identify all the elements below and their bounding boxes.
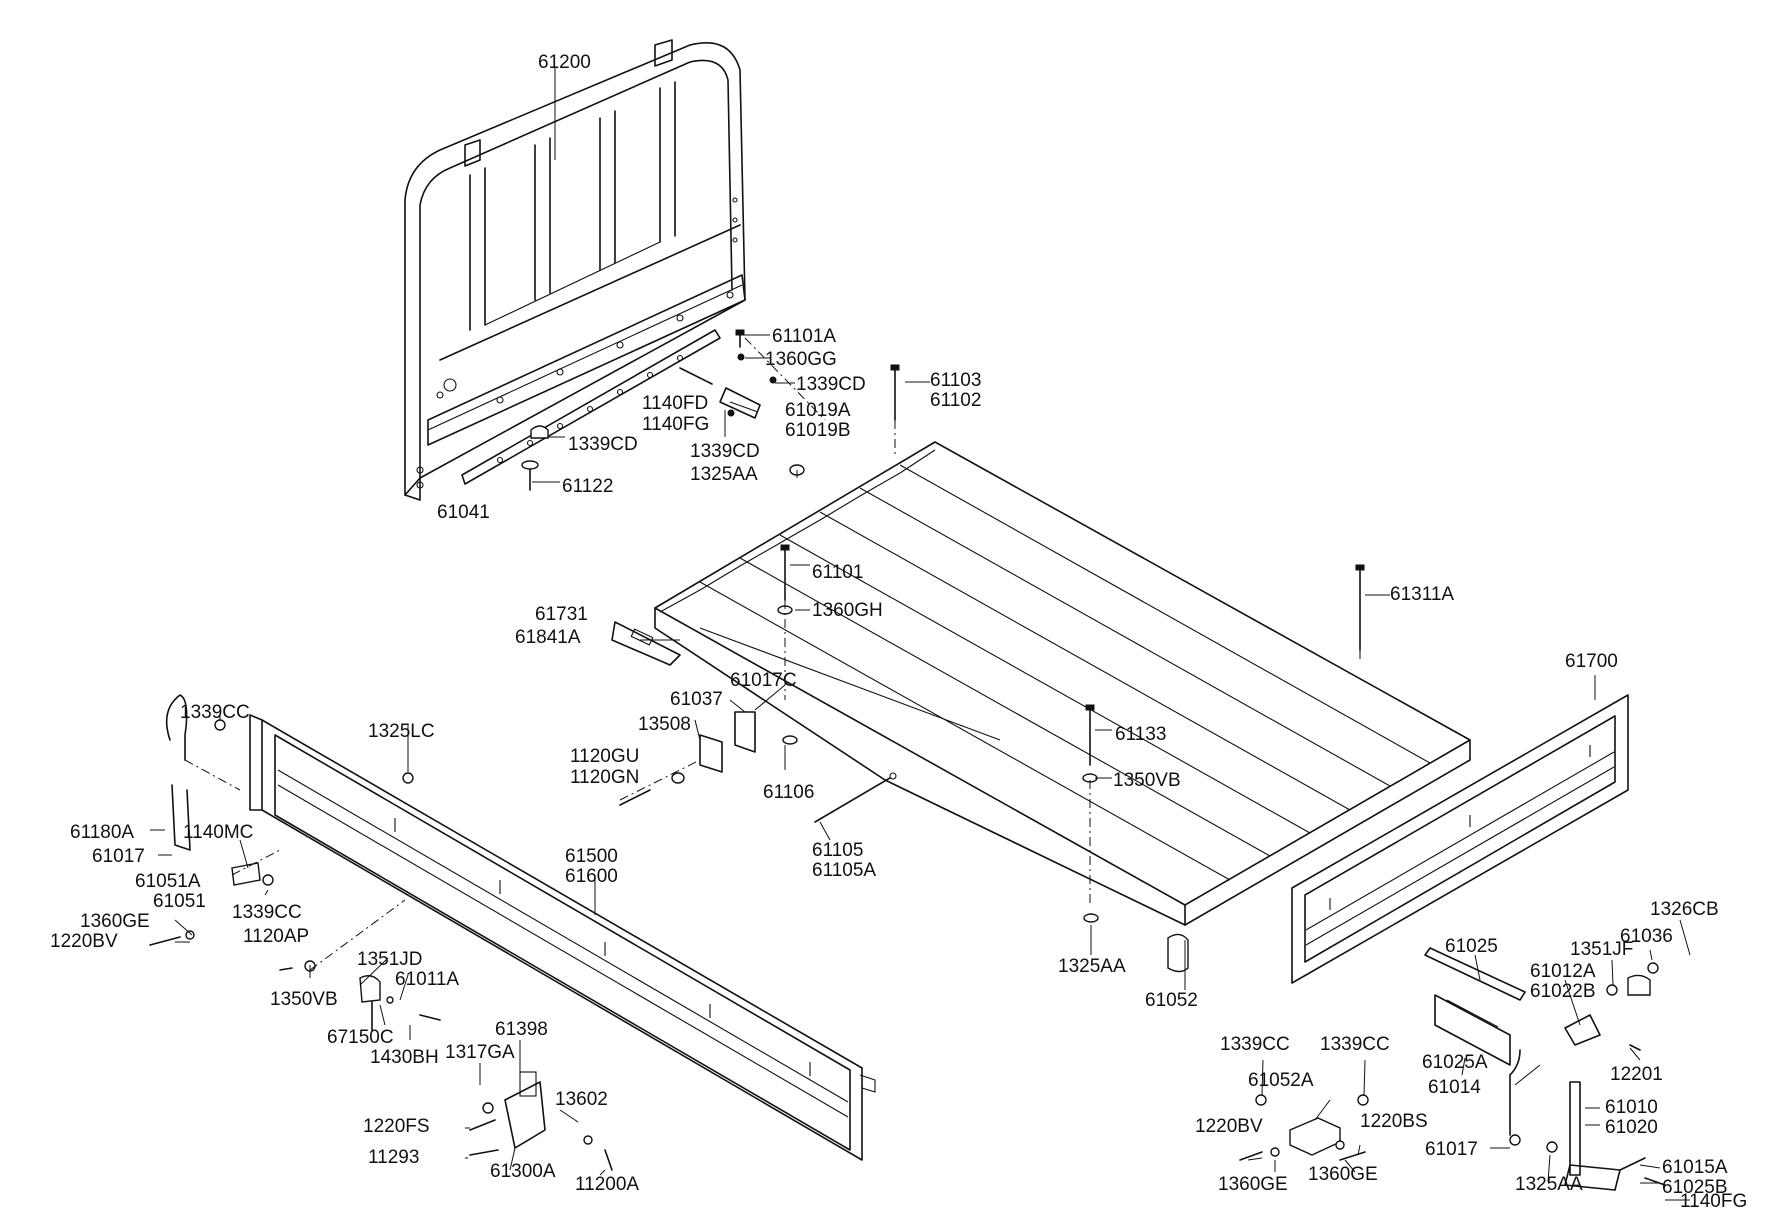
label-1430BH: 1430BH	[370, 1047, 439, 1068]
label-61025: 61025	[1445, 936, 1498, 957]
label-61300A: 61300A	[490, 1161, 556, 1182]
leader-lines	[150, 68, 1691, 1201]
label-1360GG: 1360GG	[765, 349, 837, 370]
label-61025A: 61025A	[1422, 1052, 1488, 1073]
label-1325AA: 1325AA	[1058, 956, 1126, 977]
label-1351JD: 1351JD	[357, 949, 423, 970]
label-1120GN: 1120GN	[570, 767, 639, 788]
label-11200A: 11200A	[575, 1174, 639, 1195]
label-61051A: 61051A	[135, 871, 201, 892]
label-1350VB: 1350VB	[1113, 770, 1181, 791]
label-1339CC: 1339CC	[1320, 1034, 1390, 1055]
label-61122: 61122	[562, 476, 613, 497]
label-1360GE: 1360GE	[1218, 1174, 1288, 1195]
label-1120GU: 1120GU	[570, 746, 639, 767]
label-61011A: 61011A	[395, 969, 459, 990]
label-1339CC: 1339CC	[232, 902, 302, 923]
label-61052A: 61052A	[1248, 1070, 1314, 1091]
label-61311A: 61311A	[1390, 584, 1454, 605]
label-61022B: 61022B	[1530, 981, 1596, 1002]
bed-floor-part	[654, 441, 1471, 926]
label-61036: 61036	[1620, 926, 1673, 947]
label-1351JF: 1351JF	[1570, 939, 1633, 960]
label-1339CC: 1339CC	[1220, 1034, 1290, 1055]
label-1339CC: 1339CC	[180, 702, 250, 723]
label-61025B: 61025B	[1662, 1177, 1728, 1198]
label-1140MC: 1140MC	[183, 822, 253, 843]
label-13508: 13508	[638, 714, 691, 735]
label-1360GE: 1360GE	[1308, 1164, 1378, 1185]
label-61731: 61731	[535, 604, 588, 625]
label-1220BV: 1220BV	[50, 931, 118, 952]
label-61020: 61020	[1605, 1117, 1658, 1138]
left-side-gate-part	[249, 714, 876, 1161]
label-61051: 61051	[153, 891, 206, 912]
label-1325AA: 1325AA	[1515, 1174, 1583, 1195]
label-13602: 13602	[555, 1089, 608, 1110]
part-number-labels: 61200 61101A 1360GG 1339CD 61103 61102 1…	[50, 52, 1747, 1211]
label-1350VB: 1350VB	[270, 989, 338, 1010]
label-61017C: 61017C	[730, 670, 797, 691]
label-1339CD: 1339CD	[690, 441, 760, 462]
label-61500: 61500	[565, 846, 618, 867]
label-61052: 61052	[1145, 990, 1198, 1011]
label-61180A: 61180A	[70, 822, 134, 843]
label-1220BV: 1220BV	[1195, 1116, 1263, 1137]
label-61600: 61600	[565, 866, 618, 887]
label-1326CB: 1326CB	[1650, 899, 1719, 920]
reinforcement-strip-part	[461, 329, 721, 485]
label-61015A: 61015A	[1662, 1157, 1728, 1178]
label-67150C: 67150C	[327, 1027, 394, 1048]
label-1120AP: 1120AP	[243, 926, 309, 947]
label-61102: 61102	[930, 390, 981, 411]
label-12201: 12201	[1610, 1064, 1663, 1085]
label-61103: 61103	[930, 370, 981, 391]
label-1140FD: 1140FD	[642, 393, 708, 414]
label-1339CD: 1339CD	[796, 374, 866, 395]
label-61017: 61017	[92, 846, 145, 867]
label-1325AA: 1325AA	[690, 464, 758, 485]
hardware-items	[149, 329, 1666, 1191]
label-61014: 61014	[1428, 1077, 1481, 1098]
label-61041: 61041	[437, 502, 490, 523]
label-61700: 61700	[1565, 651, 1618, 672]
right-side-gate-part	[1291, 694, 1629, 984]
label-1220FS: 1220FS	[363, 1116, 430, 1137]
label-61106: 61106	[763, 782, 814, 803]
label-61398: 61398	[495, 1019, 548, 1040]
label-1360GE: 1360GE	[80, 911, 150, 932]
label-1220BS: 1220BS	[1360, 1111, 1428, 1132]
label-61010: 61010	[1605, 1097, 1658, 1118]
label-61105A: 61105A	[812, 860, 876, 881]
label-1317GA: 1317GA	[445, 1042, 515, 1063]
label-61019A: 61019A	[785, 400, 851, 421]
label-61133: 61133	[1115, 724, 1166, 745]
label-61037: 61037	[670, 689, 723, 710]
label-1140FG: 1140FG	[1680, 1191, 1747, 1211]
label-11293: 11293	[368, 1147, 419, 1168]
label-1325LC: 1325LC	[368, 721, 435, 742]
label-1140FG: 1140FG	[642, 414, 709, 435]
label-61101A: 61101A	[772, 326, 836, 347]
label-61200: 61200	[538, 52, 591, 73]
assembly-lines	[184, 337, 1361, 971]
label-1339CD: 1339CD	[568, 434, 638, 455]
label-61012A: 61012A	[1530, 961, 1596, 982]
label-61841A: 61841A	[515, 627, 581, 648]
headboard-frame-part	[404, 39, 746, 501]
label-1360GH: 1360GH	[812, 600, 883, 621]
label-61105: 61105	[812, 840, 863, 861]
label-61017: 61017	[1425, 1139, 1478, 1160]
label-61101: 61101	[812, 562, 863, 583]
label-61019B: 61019B	[785, 420, 851, 441]
